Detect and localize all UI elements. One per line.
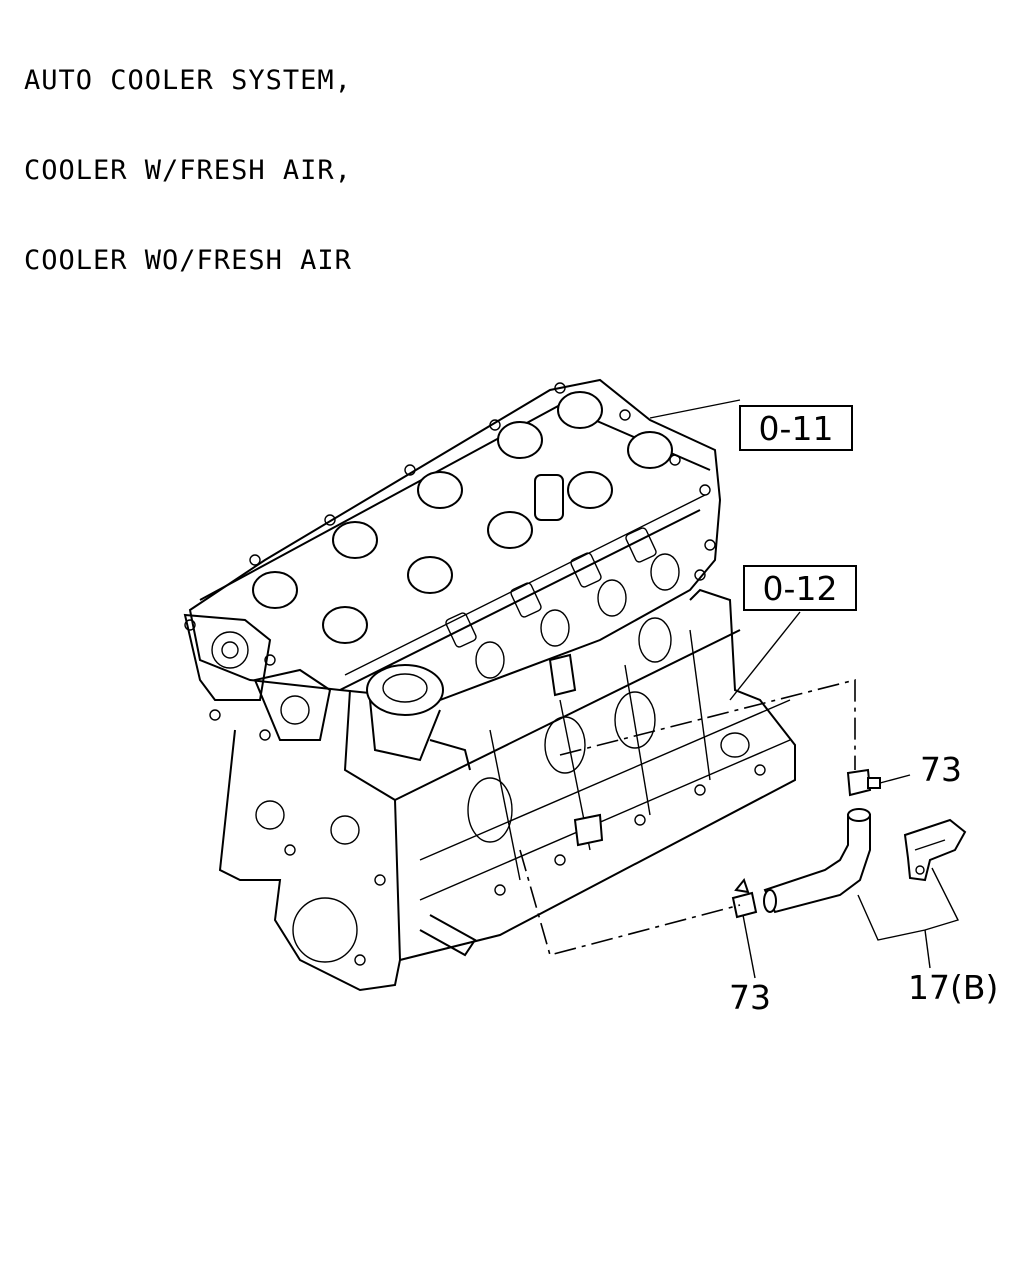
thermostat-housing bbox=[366, 664, 471, 771]
hose-clip-upper[interactable] bbox=[846, 768, 881, 797]
cam-caps bbox=[252, 391, 673, 644]
heater-nipples bbox=[548, 653, 604, 847]
head-bolts bbox=[249, 382, 716, 581]
intake-ports bbox=[445, 527, 680, 679]
front-pump-area bbox=[183, 613, 332, 741]
leader-cylinder-block bbox=[729, 611, 801, 701]
title-line-1: AUTO COOLER SYSTEM, bbox=[24, 65, 352, 96]
leader-hose-assembly bbox=[857, 867, 959, 941]
hose-clip-lower[interactable] bbox=[731, 877, 758, 919]
ref-box-cylinder-head[interactable]: 0-11 bbox=[739, 405, 853, 451]
hose-bracket-clamp[interactable] bbox=[903, 818, 967, 882]
guide-lines bbox=[519, 678, 856, 956]
cylinder-block bbox=[218, 588, 796, 992]
ref-label-cylinder-block: 0-12 bbox=[763, 569, 838, 608]
ref-label-cylinder-head: 0-11 bbox=[759, 409, 834, 448]
leader-clip-lower bbox=[742, 914, 756, 979]
engine-illustration bbox=[183, 378, 796, 992]
title-line-3: COOLER WO/FRESH AIR bbox=[24, 245, 352, 276]
part-number-clip-upper[interactable]: 73 bbox=[920, 750, 962, 789]
heater-hose-assembly bbox=[731, 768, 967, 919]
title-line-2: COOLER W/FRESH AIR, bbox=[24, 155, 352, 186]
leader-hose-assembly-stem bbox=[924, 929, 931, 969]
leader-clip-upper bbox=[879, 774, 911, 784]
leader-cylinder-head bbox=[649, 399, 741, 419]
part-number-clip-lower[interactable]: 73 bbox=[729, 978, 771, 1017]
part-number-hose-assembly[interactable]: 17(B) bbox=[908, 968, 998, 1007]
ref-box-cylinder-block[interactable]: 0-12 bbox=[743, 565, 857, 611]
diagram-title: AUTO COOLER SYSTEM, COOLER W/FRESH AIR, … bbox=[24, 6, 352, 306]
